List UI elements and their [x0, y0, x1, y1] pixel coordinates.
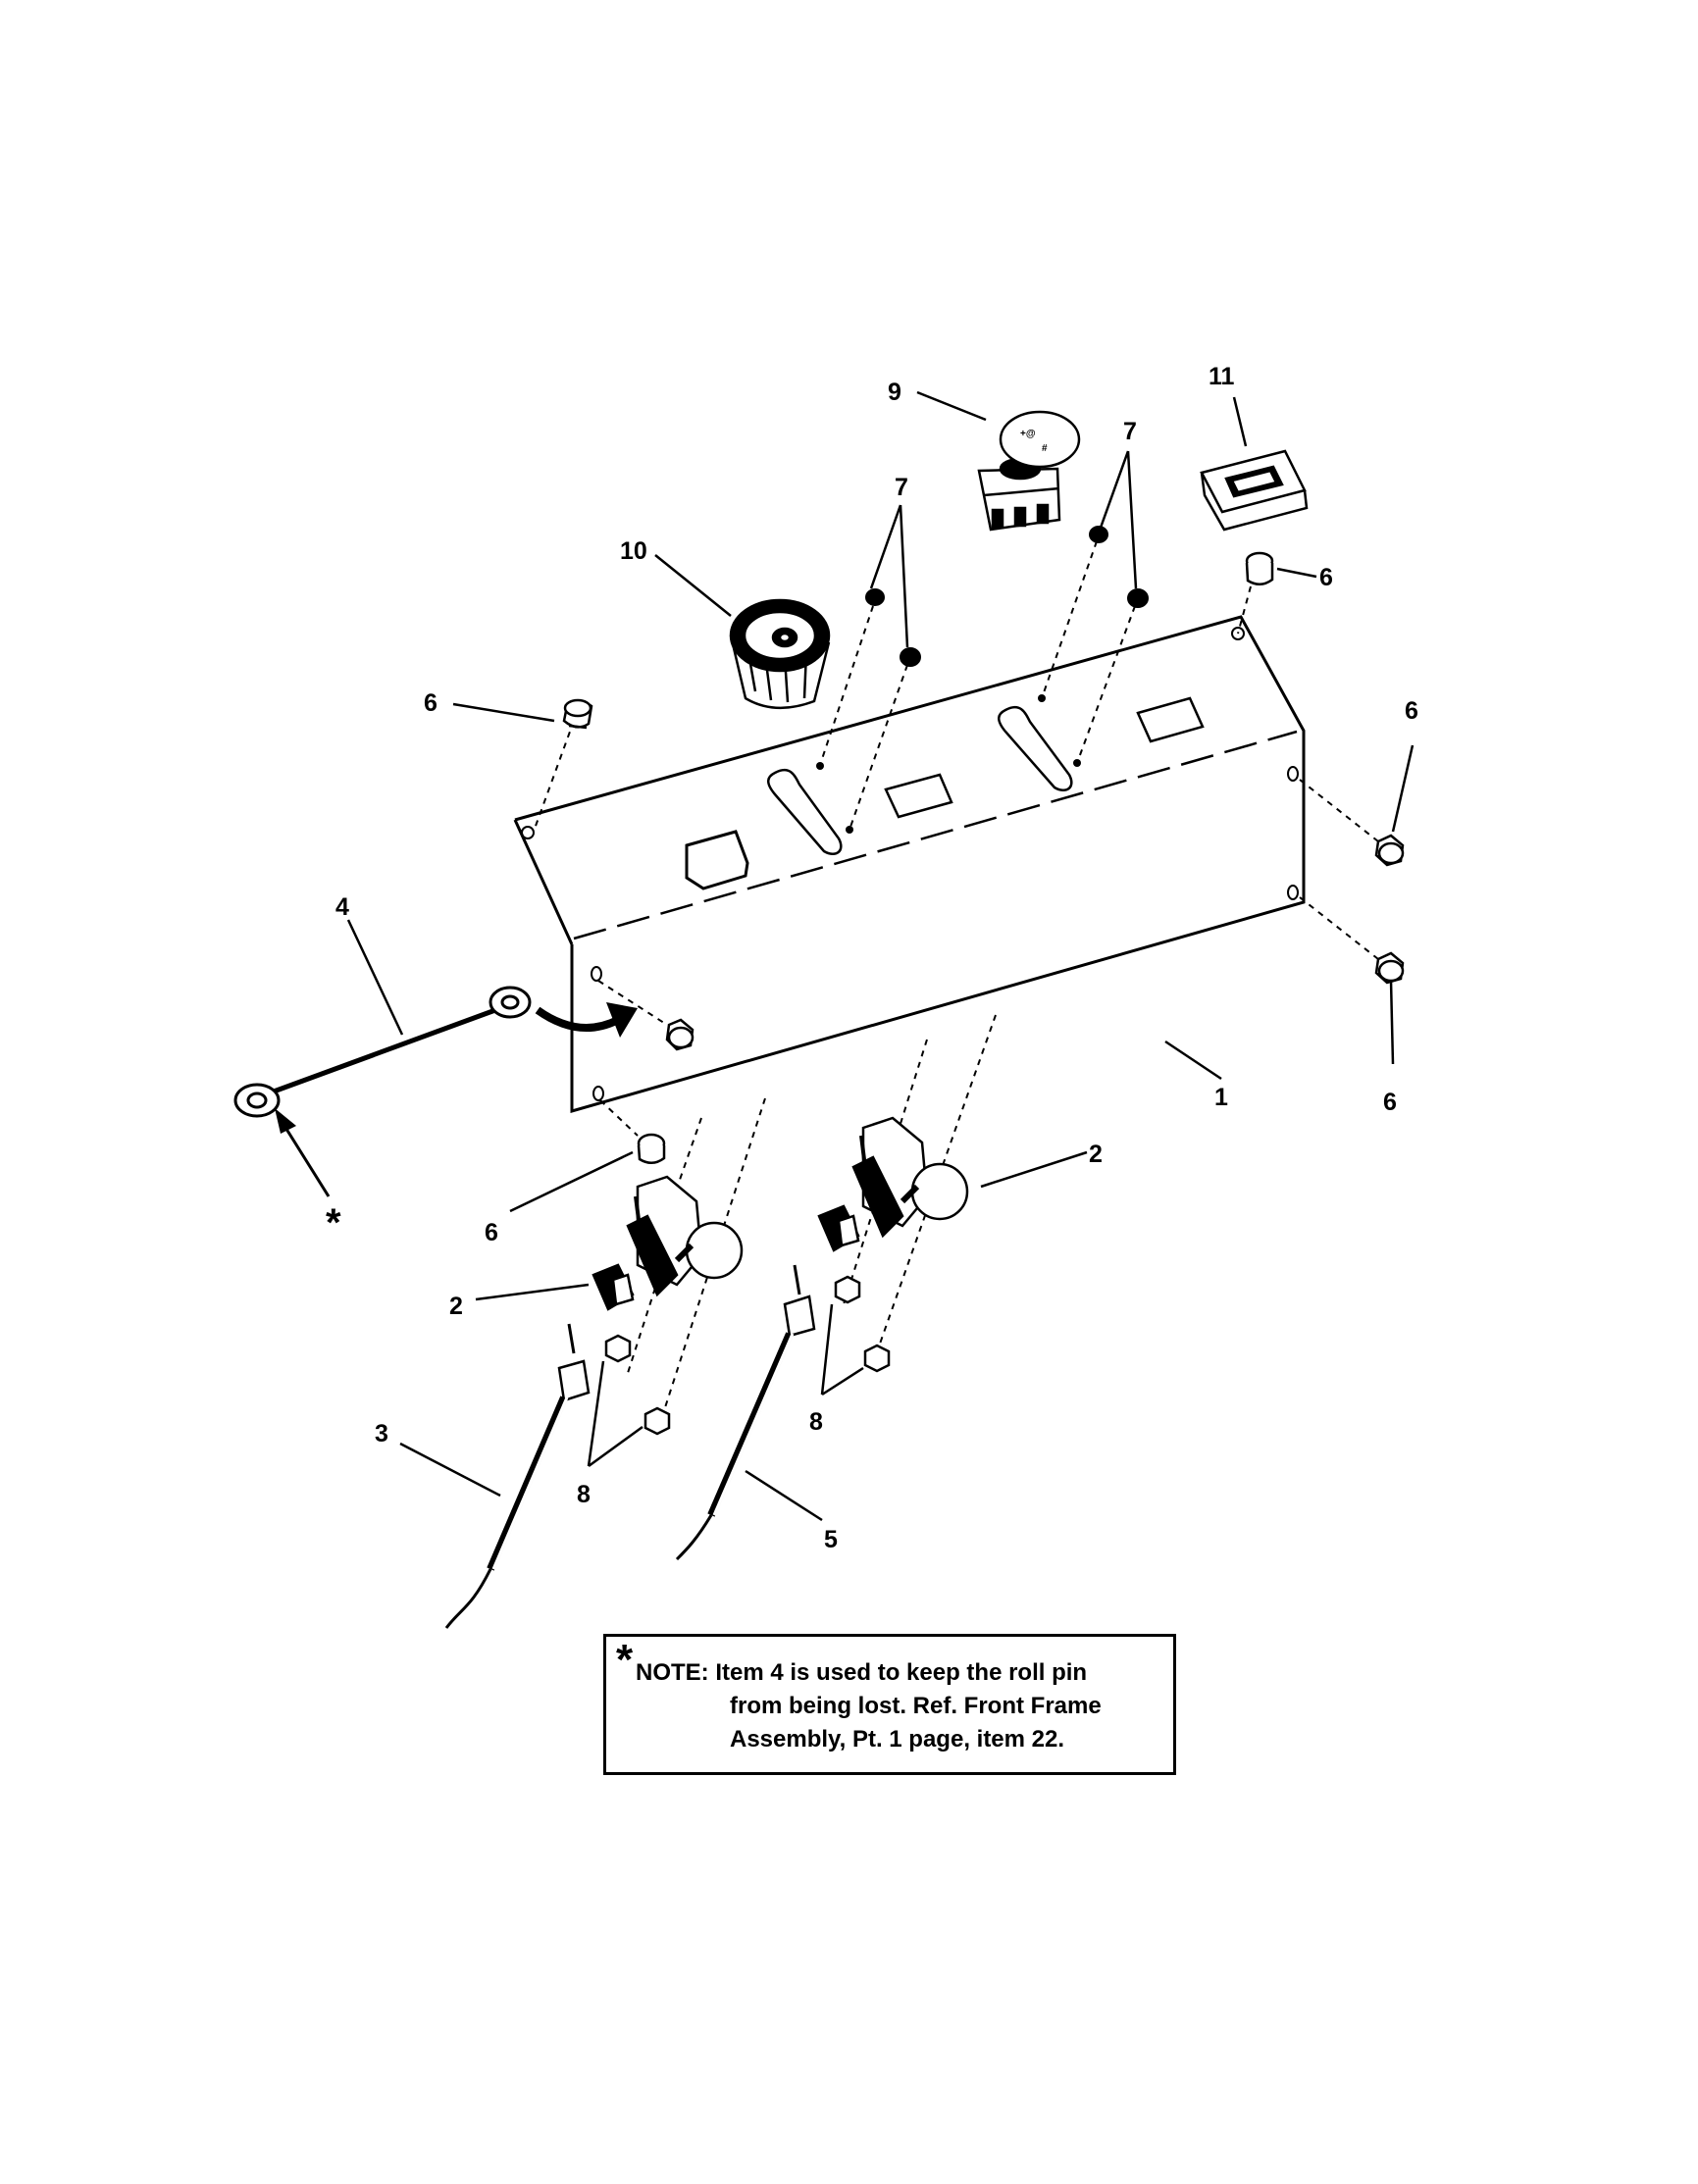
note-line-1: NOTE: Item 4 is used to keep the roll pi… [636, 1659, 1088, 1686]
callout-7-left: 7 [895, 474, 908, 501]
bolt-6-top-right [1245, 551, 1274, 585]
callout-6-right-lower: 6 [1383, 1089, 1397, 1116]
callout-3: 3 [375, 1420, 388, 1448]
insertion-arrow [535, 1002, 638, 1038]
note-asterisk: * [616, 1636, 634, 1684]
callout-2-left: 2 [449, 1293, 463, 1320]
svg-text:#: # [1042, 443, 1048, 454]
throttle-control-left [592, 1175, 744, 1311]
hour-meter [1200, 449, 1309, 532]
callout-asterisk: * [326, 1201, 341, 1244]
svg-text:+@: +@ [1020, 429, 1036, 439]
bolt-6-right-upper [1374, 834, 1405, 867]
bolt-6-right-lower [1374, 951, 1405, 985]
callout-5: 5 [824, 1526, 838, 1553]
note-text: NOTE: Item 4 is used to keep the roll pi… [636, 1656, 1173, 1756]
asterisk-arrow [275, 1108, 331, 1197]
callout-7-right: 7 [1123, 418, 1137, 445]
pto-switch: +@ # [977, 410, 1081, 532]
roll-pin-retainer-rod [233, 986, 532, 1118]
throttle-control-right [817, 1116, 969, 1252]
callout-6-top-left: 6 [424, 689, 437, 717]
leader-lines [346, 390, 1415, 1522]
choke-cable-3 [444, 1323, 591, 1629]
callout-8-left: 8 [577, 1481, 591, 1508]
callout-8-right: 8 [809, 1408, 823, 1436]
callout-labels: 1 2 2 3 4 5 6 6 6 6 6 7 7 8 8 9 10 11 * [326, 363, 1418, 1553]
note-line-2: from being lost. Ref. Front Frame [730, 1693, 1102, 1719]
callout-6-top-right: 6 [1319, 564, 1333, 591]
callout-9: 9 [888, 379, 901, 406]
callout-2-right: 2 [1089, 1141, 1103, 1168]
screw-7-group [865, 526, 1149, 667]
bolt-6-bottom-left [637, 1133, 666, 1164]
throttle-cable-5 [675, 1264, 816, 1561]
bolt-6-top-left [562, 698, 593, 730]
callout-11: 11 [1209, 363, 1235, 390]
assembly-guide-lines [534, 540, 1379, 1433]
nut-8-group [604, 1275, 891, 1436]
callout-4: 4 [335, 893, 349, 921]
ignition-switch [729, 598, 831, 710]
control-panel [513, 615, 1306, 1113]
note-box: * NOTE: Item 4 is used to keep the roll … [603, 1634, 1176, 1775]
callout-10: 10 [620, 537, 647, 565]
note-line-3: Assembly, Pt. 1 page, item 22. [730, 1726, 1065, 1752]
bolt-6-front-left [665, 1018, 695, 1051]
callout-6-bottom-left: 6 [485, 1219, 498, 1246]
callout-6-right-upper: 6 [1405, 697, 1418, 725]
callout-1: 1 [1214, 1084, 1228, 1111]
